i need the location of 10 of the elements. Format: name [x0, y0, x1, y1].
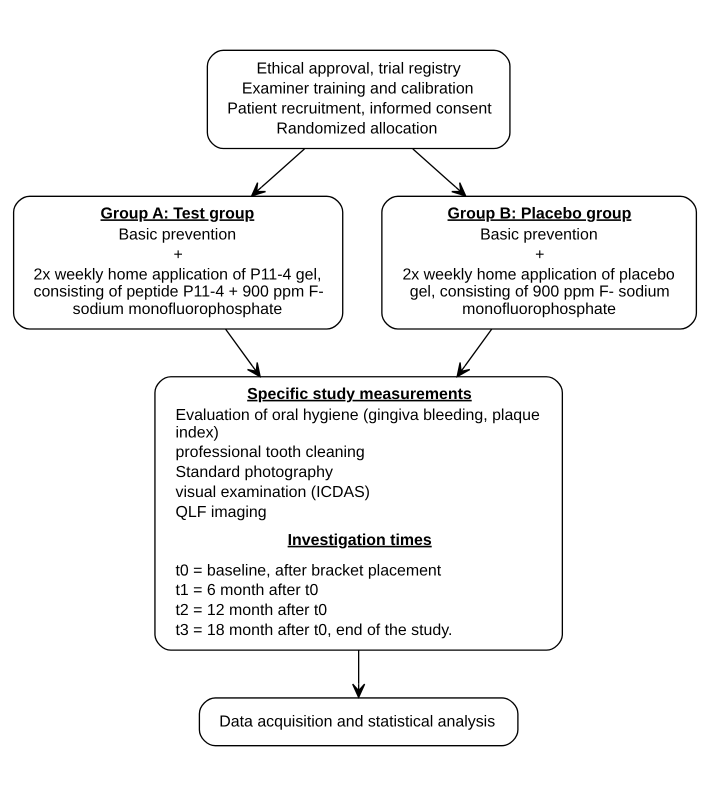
node-box: Ethical approval, trial registry Examiner training and calibration Patient recruitment, informed consent Randomized allocation	[206, 50, 511, 150]
node-box: Specific study measurements Evaluation of oral hygiene (gingiva bleeding, plaque index) professional tooth cleaning Standard photography visual examination (ICDAS) QLF imaging Investigation times t0 = baseline, after bracket placement t1 = 6 month after t0 t2 = 12 month after t0 t3 = 18 month after t0, end of the study.	[154, 376, 564, 651]
arrow	[352, 650, 366, 698]
arrow	[225, 328, 261, 378]
node-box: Group B: Placebo group Basic prevention + 2x weekly home application of placebo gel, consisting of 900 ppm F- sodium monofluorophosphate	[381, 196, 698, 330]
arrow	[456, 328, 492, 378]
node-box: Data acquisition and statistical analysis	[198, 697, 519, 746]
arrow	[412, 148, 466, 197]
arrow	[250, 148, 305, 197]
node-box: Group A: Test group Basic prevention + 2x weekly home application of P11-4 gel, consisting of peptide P11-4 + 900 ppm F- sodium monofluorophosphate	[12, 196, 344, 330]
